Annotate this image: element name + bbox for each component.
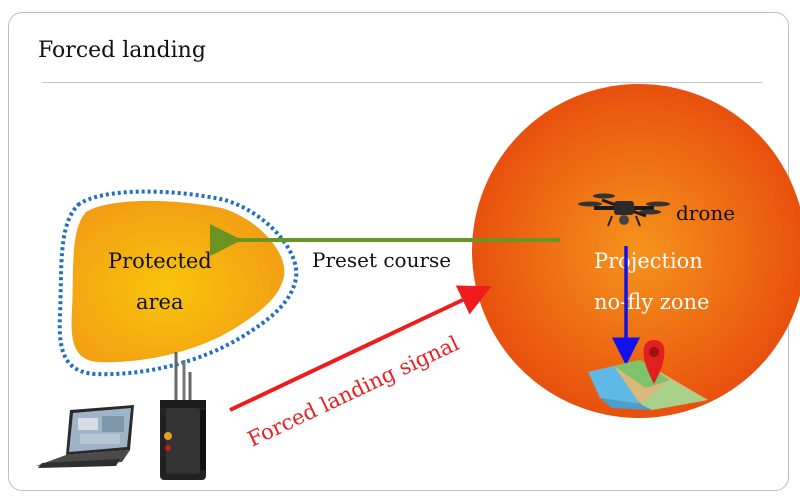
protected-area-outline [57, 189, 299, 377]
drone-icon [578, 193, 670, 227]
slide-title: Forced landing [38, 38, 206, 63]
drone-label: drone [676, 201, 735, 225]
preset-course-label: Preset course [312, 248, 451, 272]
forced-landing-signal-arrow [229, 285, 492, 412]
protected-area-label-line2: area [136, 290, 184, 314]
map-pin-icon [588, 340, 708, 410]
protected-area [71, 200, 285, 363]
no-fly-zone-sphere [472, 84, 800, 418]
title-divider [42, 82, 762, 83]
projection-label-line1: Projection [594, 249, 703, 273]
jammer-case-icon [160, 352, 206, 480]
laptop-icon [36, 405, 134, 468]
projection-label-line2: no-fly zone [594, 290, 709, 314]
forced-landing-signal-label: Forced landing signal [244, 331, 463, 451]
protected-area-label-line1: Protected [108, 249, 212, 273]
